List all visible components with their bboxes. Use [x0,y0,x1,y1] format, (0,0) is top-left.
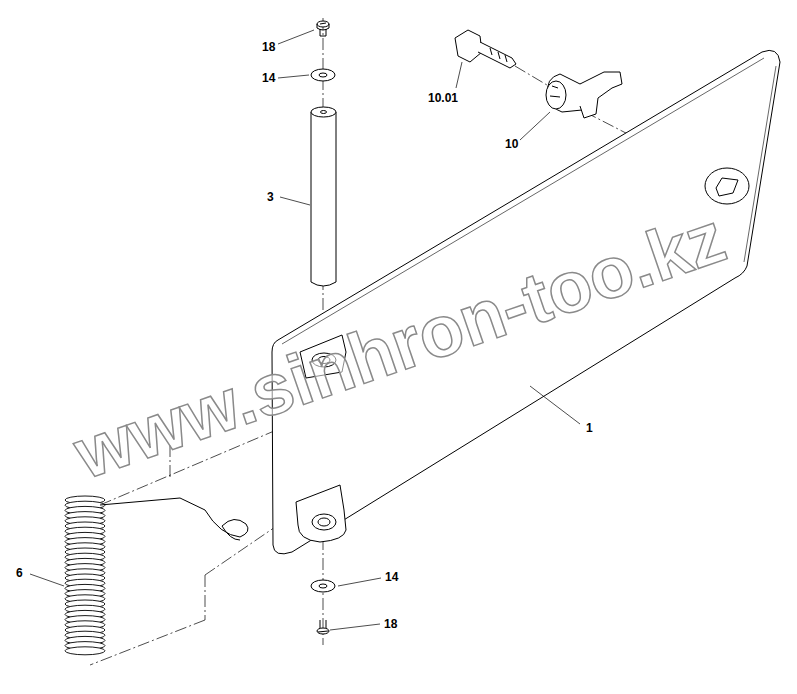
callout-number: 18 [384,617,397,631]
callout-number: 1 [586,421,593,435]
callout-number: 18 [262,40,275,54]
callout-number: 10.01 [428,91,458,105]
callout-number: 3 [267,190,274,204]
callout-number: 14 [262,71,275,85]
callout-number: 14 [385,570,398,584]
callout-number: 6 [16,566,23,580]
callout-number: 10 [505,137,518,151]
